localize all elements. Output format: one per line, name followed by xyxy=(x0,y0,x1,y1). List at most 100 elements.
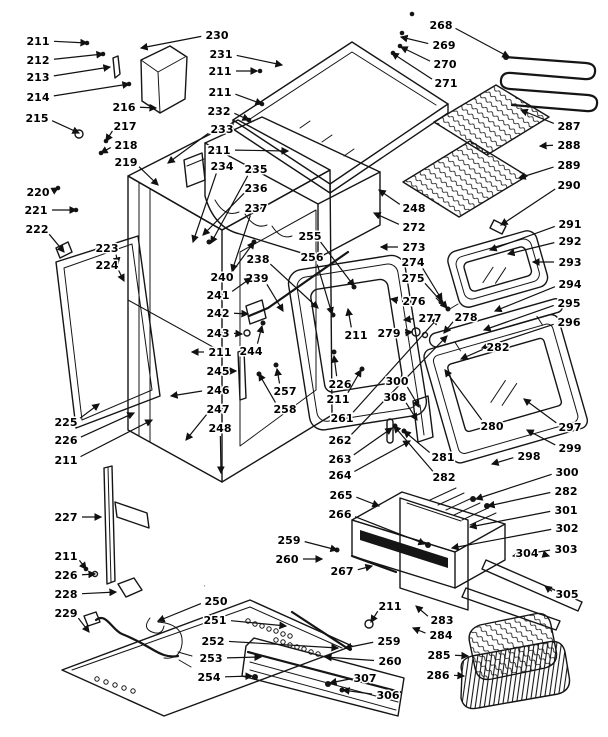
part-label-62-211: 211 xyxy=(379,600,402,613)
part-label-104-282: 282 xyxy=(555,485,578,498)
part-label-70-307: 307 xyxy=(354,672,377,685)
leader-line-55-263 xyxy=(353,427,393,456)
part-label-9-220: 220 xyxy=(27,186,50,199)
leader-line-36-241 xyxy=(231,277,252,292)
part-label-81-272: 272 xyxy=(403,221,426,234)
part-label-57-265: 265 xyxy=(330,489,353,502)
leader-line-31-236 xyxy=(202,192,245,236)
part-label-77-288: 288 xyxy=(558,139,581,152)
part-label-52-211: 211 xyxy=(327,393,350,406)
leader-line-93-296 xyxy=(480,323,554,350)
leader-line-68-259 xyxy=(343,641,374,651)
leader-line-84-275 xyxy=(424,282,448,309)
leader-line-14-225 xyxy=(79,403,100,419)
part-label-98-298: 298 xyxy=(518,450,541,463)
leader-line-5-216 xyxy=(139,103,158,112)
leader-line-21-229 xyxy=(77,617,90,633)
small-side-strip xyxy=(237,349,247,401)
part-label-107-303: 303 xyxy=(555,543,578,556)
part-label-96-297: 297 xyxy=(559,421,582,434)
leader-line-80-248 xyxy=(378,189,401,205)
part-label-94-282: 282 xyxy=(487,341,510,354)
leader-line-101-281 xyxy=(403,430,431,454)
leader-line-30-235 xyxy=(210,175,249,245)
leader-line-112-285 xyxy=(454,651,470,660)
part-label-85-276: 276 xyxy=(403,295,426,308)
part-label-69-260: 260 xyxy=(379,655,402,668)
leader-line-85-276 xyxy=(389,296,399,305)
part-label-30-235: 235 xyxy=(245,163,268,176)
part-label-10-221: 221 xyxy=(25,204,48,217)
leader-line-50-279 xyxy=(404,328,414,337)
part-label-40-211: 211 xyxy=(209,346,232,359)
leader-line-28-211 xyxy=(234,146,290,155)
part-label-83-274: 274 xyxy=(402,256,425,269)
top-insulation-pad-1 xyxy=(433,84,550,156)
leader-line-4-215 xyxy=(51,120,81,134)
drawer-rear-panel xyxy=(399,497,469,611)
part-label-23-231: 231 xyxy=(210,48,233,61)
leader-line-89-292 xyxy=(506,242,555,257)
leader-line-26-232 xyxy=(234,112,251,121)
leader-line-25-211 xyxy=(235,93,264,106)
part-label-65-252: 252 xyxy=(202,635,225,648)
part-labels-layer: 2112122132142152162172182192202212222232… xyxy=(23,18,583,704)
leader-line-0-211 xyxy=(53,38,89,47)
leader-line-106-302 xyxy=(450,528,552,551)
leader-line-62-211 xyxy=(370,610,379,623)
leader-line-45-257 xyxy=(274,367,282,384)
leader-line-108-304 xyxy=(541,550,551,558)
leader-line-103-300 xyxy=(474,473,552,501)
part-label-28-211: 211 xyxy=(208,144,231,157)
leader-line-71-306 xyxy=(341,687,373,695)
part-label-89-292: 292 xyxy=(559,235,582,248)
leader-line-37-242 xyxy=(233,309,250,318)
power-cord xyxy=(83,611,193,668)
part-label-22-230: 230 xyxy=(206,29,229,42)
leader-line-77-288 xyxy=(538,141,554,150)
leader-line-6-217 xyxy=(105,130,113,142)
part-label-41-245: 245 xyxy=(207,365,230,378)
part-label-14-225: 225 xyxy=(55,416,78,429)
part-label-27-233: 233 xyxy=(211,123,234,136)
part-label-97-299: 299 xyxy=(559,442,582,455)
leader-line-49-211 xyxy=(345,307,354,328)
part-label-25-211: 211 xyxy=(209,86,232,99)
broil-drawer xyxy=(351,487,506,589)
part-label-54-262: 262 xyxy=(329,434,352,447)
part-label-24-211: 211 xyxy=(209,65,232,78)
leader-line-83-274 xyxy=(422,268,443,301)
oven-door-assembly xyxy=(423,298,589,464)
part-label-5-216: 216 xyxy=(113,101,136,114)
part-label-106-302: 302 xyxy=(556,522,579,535)
part-label-19-226: 226 xyxy=(55,569,78,582)
part-label-82-273: 273 xyxy=(403,241,426,254)
leader-line-95-280 xyxy=(444,369,483,421)
leader-line-44-248 xyxy=(216,435,225,475)
part-label-92-295: 295 xyxy=(558,297,581,310)
corner-bracket xyxy=(112,45,188,114)
drawer-front-panel xyxy=(241,637,405,717)
part-label-75-271: 271 xyxy=(435,77,458,90)
part-label-16-211: 211 xyxy=(55,454,78,467)
part-label-44-248: 248 xyxy=(209,422,232,435)
gas-manifold xyxy=(245,250,350,325)
part-label-108-304: 304 xyxy=(516,547,539,560)
leader-line-56-264 xyxy=(354,440,412,473)
part-label-3-214: 214 xyxy=(27,91,50,104)
part-label-29-234: 234 xyxy=(211,160,234,173)
part-label-68-259: 259 xyxy=(378,635,401,648)
leader-line-11-222 xyxy=(48,233,65,253)
leader-line-96-297 xyxy=(523,398,557,424)
part-label-99-300: 300 xyxy=(386,375,409,388)
leader-line-9-220 xyxy=(50,187,60,195)
leader-line-92-295 xyxy=(482,304,554,332)
part-label-51-226: 226 xyxy=(329,378,352,391)
part-label-17-227: 227 xyxy=(55,511,78,524)
leader-line-42-246 xyxy=(169,390,203,399)
leader-line-100-308 xyxy=(405,402,418,421)
part-label-34-239: 239 xyxy=(246,272,269,285)
part-label-55-263: 263 xyxy=(329,453,352,466)
leader-line-104-282 xyxy=(486,491,551,509)
